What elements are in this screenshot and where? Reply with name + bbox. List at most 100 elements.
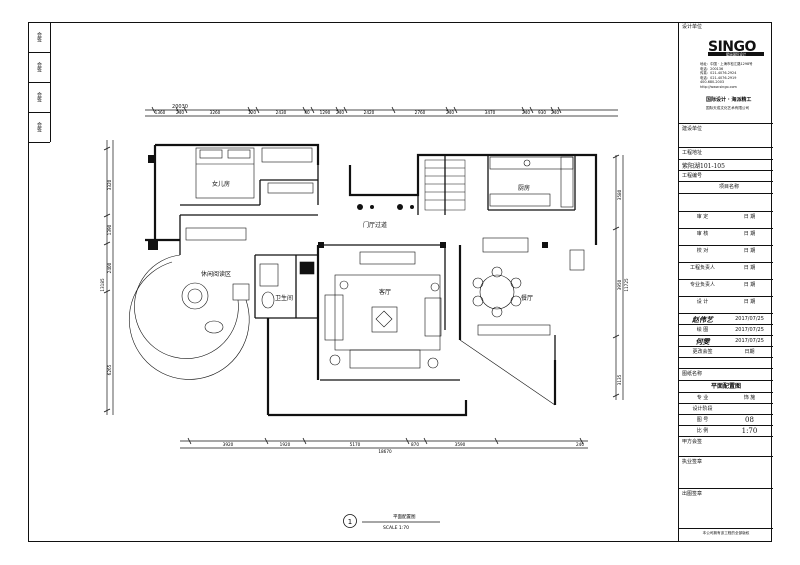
svg-text:SINGO: SINGO	[708, 39, 757, 55]
dim-bottom-label: 1920	[280, 442, 291, 447]
countersign-cell: 会签	[28, 22, 50, 53]
dim-top-label: 2760	[415, 110, 426, 115]
dim-top-label: 930	[538, 110, 546, 115]
sign-date: 2017/07/25	[735, 327, 764, 333]
tb-row-date: 日 期	[743, 265, 756, 271]
svg-text:星辰国际设计: 星辰国际设计	[726, 51, 747, 56]
specialty-value: 饰 施	[743, 395, 756, 401]
dim-top-label: 1290	[320, 110, 331, 115]
sign-date: 2017/07/25	[735, 338, 764, 344]
address-block: 地址：中国 · 上海市松江路1298号 电话：200136 传真：021-407…	[700, 62, 770, 90]
revision-date-label: 日期	[744, 349, 755, 355]
party-a-label: 甲方会签	[682, 439, 703, 445]
brand-slogan: 国际设计 · 海派精工	[706, 97, 752, 103]
project-address: 紫阳湖101-105	[682, 163, 725, 170]
tb-row-date: 日 期	[743, 248, 756, 254]
address-line: 400-680-2003	[700, 80, 725, 85]
tb-row-date: 日 期	[743, 299, 756, 305]
room-label-reading: 休闲阅读区	[201, 270, 231, 278]
countersign-cell: 会签	[28, 82, 50, 113]
dim-right-label: 3580	[617, 189, 622, 200]
footer-note: 本公司拥有该工程的全部版权	[702, 531, 750, 535]
dim-top-label: 3260	[210, 110, 221, 115]
dim-right-label: 3135	[617, 374, 622, 385]
construction-unit-label: 建设单位	[682, 126, 703, 132]
sign-date: 2017/07/25	[735, 316, 764, 322]
signature-designer: 赵伟艺	[692, 315, 713, 324]
dim-label: 20030	[172, 104, 188, 110]
signature-drafter: 何雯	[695, 337, 710, 346]
dim-top-label: 1360	[155, 110, 166, 115]
dim-top-label: 240	[551, 110, 559, 115]
dim-top-label: 240	[522, 110, 530, 115]
company-name: 国际天成文化艺术有限公司	[706, 106, 750, 110]
address-line: 地址：中国 · 上海市松江路1298号	[700, 62, 753, 66]
project-name-label: 项目名称	[719, 184, 740, 190]
countersign-cell: 会签	[28, 52, 50, 83]
dim-top-label: 120	[248, 110, 256, 115]
tb-row-label: 校 对	[696, 248, 709, 254]
scale-label: 比 例	[696, 428, 709, 434]
dim-top-label: 2420	[364, 110, 375, 115]
dim-left-label: 2400	[107, 262, 112, 273]
dim-top-label: 2430	[276, 110, 287, 115]
sheet-frame	[28, 22, 772, 542]
dim-left-label: 3320	[107, 179, 112, 190]
room-label-living: 客厅	[379, 288, 391, 296]
dim-right-label: 3950	[617, 279, 622, 290]
drawing-number-label: 图 号	[696, 417, 709, 423]
tb-row-label: 审 核	[696, 231, 709, 237]
dim-left-label: 1390	[107, 224, 112, 235]
tb-row-label: 审 定	[696, 214, 709, 220]
specialty-label: 专 业	[696, 395, 709, 401]
dim-bottom-label: 3920	[223, 442, 234, 447]
design-stage-label: 设计阶段	[692, 406, 713, 412]
dim-top-label: 240	[336, 110, 344, 115]
room-label-daughter: 女儿房	[212, 180, 230, 188]
caption-circle	[343, 514, 357, 528]
project-address-label: 工程地址	[682, 150, 703, 156]
dim-left-total: 13185	[100, 278, 105, 292]
dim-bottom-label: 3590	[455, 442, 466, 447]
drawing-number: 08	[745, 416, 754, 424]
room-label-kitchen: 厨房	[518, 184, 530, 192]
tb-row-date: 日 期	[743, 231, 756, 237]
room-label-bathroom: 卫生间	[275, 294, 293, 302]
publish-seal-label: 出图签章	[682, 491, 703, 497]
address-line: 电话：200136	[700, 66, 724, 71]
title-block: 设计单位 建设单位 工程地址 紫阳湖101-105 工程编号 项目名称 审 定 …	[678, 22, 773, 542]
tb-row-label: 工程负责人	[689, 265, 715, 271]
dim-bottom-total: 18670	[378, 449, 392, 454]
dim-top-label: 240	[176, 110, 184, 115]
dim-top-label: 40	[304, 110, 310, 115]
dim-bottom-label: 870	[411, 442, 419, 447]
project-number-label: 工程编号	[682, 173, 703, 179]
room-label-corridor: 门厅过道	[363, 221, 387, 229]
countersign-cell: 会签	[28, 112, 50, 143]
drawing-name-label: 图纸名称	[682, 371, 703, 377]
dim-bottom-label: 5170	[350, 442, 361, 447]
caption-title: 平面配置图	[393, 514, 416, 520]
practice-seal-label: 执业签章	[682, 459, 703, 465]
caption-scale: SCALE 1:70	[383, 525, 409, 531]
caption-number: 1	[348, 518, 352, 526]
address-line: 电话：021-4076-2919	[700, 75, 737, 80]
dim-left-label: 6265	[107, 364, 112, 375]
scale-value: 1:70	[741, 427, 758, 435]
tb-row-label: 设 计	[696, 299, 709, 305]
tb-row-date: 日 期	[743, 282, 756, 288]
draw-label: 绘 图	[696, 327, 709, 333]
design-unit-label: 设计单位	[682, 24, 703, 30]
dim-top-label: 3470	[485, 110, 496, 115]
floor-plan: 20030	[100, 104, 629, 531]
address-line: http://www.singo.com	[700, 84, 737, 89]
countersign-strip: 会签 会签 会签 会签	[28, 22, 51, 143]
tb-row-label: 专业负责人	[689, 282, 715, 288]
address-line: 传真：021-4076-2924	[700, 71, 737, 76]
revision-label: 更改会签	[692, 349, 713, 355]
dim-right-total: 11725	[624, 278, 629, 292]
dim-top-label: 240	[446, 110, 454, 115]
room-label-dining: 餐厅	[521, 294, 533, 302]
dim-bottom-label: 240	[576, 442, 584, 447]
